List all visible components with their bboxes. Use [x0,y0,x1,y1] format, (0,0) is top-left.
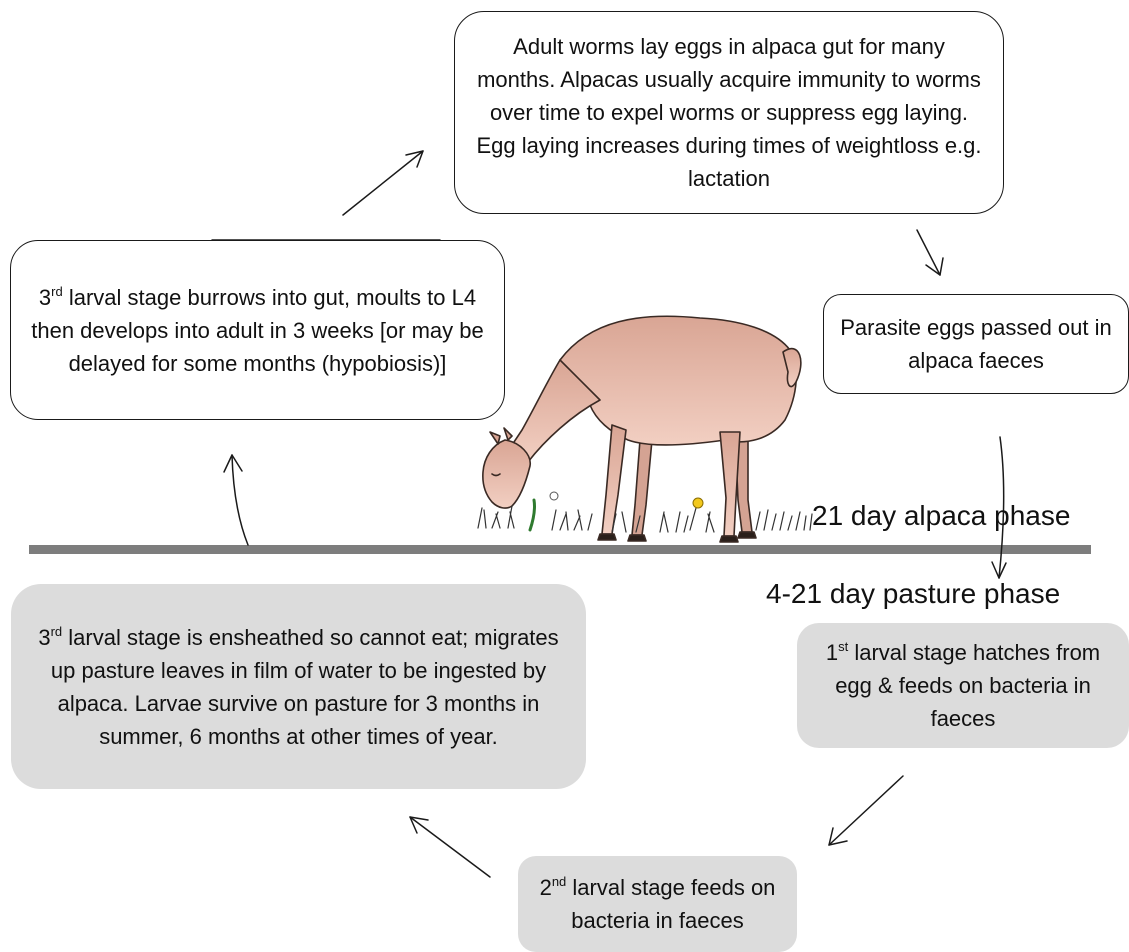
adult-worms-box: Adult worms lay eggs in alpaca gut for m… [454,11,1004,214]
l2-label: 2nd larval stage feeds on bacteria in fa… [534,871,781,937]
l1-num: 1 [826,640,838,665]
l3-pasture-label: 3rd larval stage is ensheathed so cannot… [27,621,570,753]
pasture-phase-label: 4-21 day pasture phase [766,577,1060,611]
phase-divider-line [29,545,1091,554]
arrow-l1-to-l2 [829,776,903,845]
l2-box: 2nd larval stage feeds on bacteria in fa… [518,856,797,952]
l1-text: larval stage hatches from egg & feeds on… [835,640,1100,731]
l2-num: 2 [540,875,552,900]
white-flower [550,492,558,500]
l3-gut-num: 3 [39,285,51,310]
alpaca-illustration [483,316,801,542]
l3-pasture-text: larval stage is ensheathed so cannot eat… [51,625,559,749]
l1-box: 1st larval stage hatches from egg & feed… [797,623,1129,748]
arrow-adult-to-eggs [917,230,940,275]
eggs-text: Parasite eggs passed out in alpaca faece… [840,311,1112,377]
yellow-flower [693,498,703,508]
l3-pasture-num: 3 [38,625,50,650]
l3-pasture-box: 3rd larval stage is ensheathed so cannot… [11,584,586,789]
eggs-box: Parasite eggs passed out in alpaca faece… [823,294,1129,394]
l3-gut-text: larval stage burrows into gut, moults to… [31,285,484,376]
l1-sup: st [838,639,848,654]
l1-label: 1st larval stage hatches from egg & feed… [813,636,1113,735]
l3-gut-label: 3rd larval stage burrows into gut, moult… [27,281,488,380]
l3-pasture-sup: rd [51,624,63,639]
adult-worms-text: Adult worms lay eggs in alpaca gut for m… [471,30,987,195]
alpaca-phase-label: 21 day alpaca phase [812,499,1070,533]
arrow-l3-to-adult [343,151,423,215]
l3-gut-box: 3rd larval stage burrows into gut, moult… [10,240,505,420]
l2-text: larval stage feeds on bacteria in faeces [566,875,775,933]
arrow-l2-to-l3pasture [410,817,490,877]
l3-gut-sup: rd [51,284,63,299]
l2-sup: nd [552,874,566,889]
